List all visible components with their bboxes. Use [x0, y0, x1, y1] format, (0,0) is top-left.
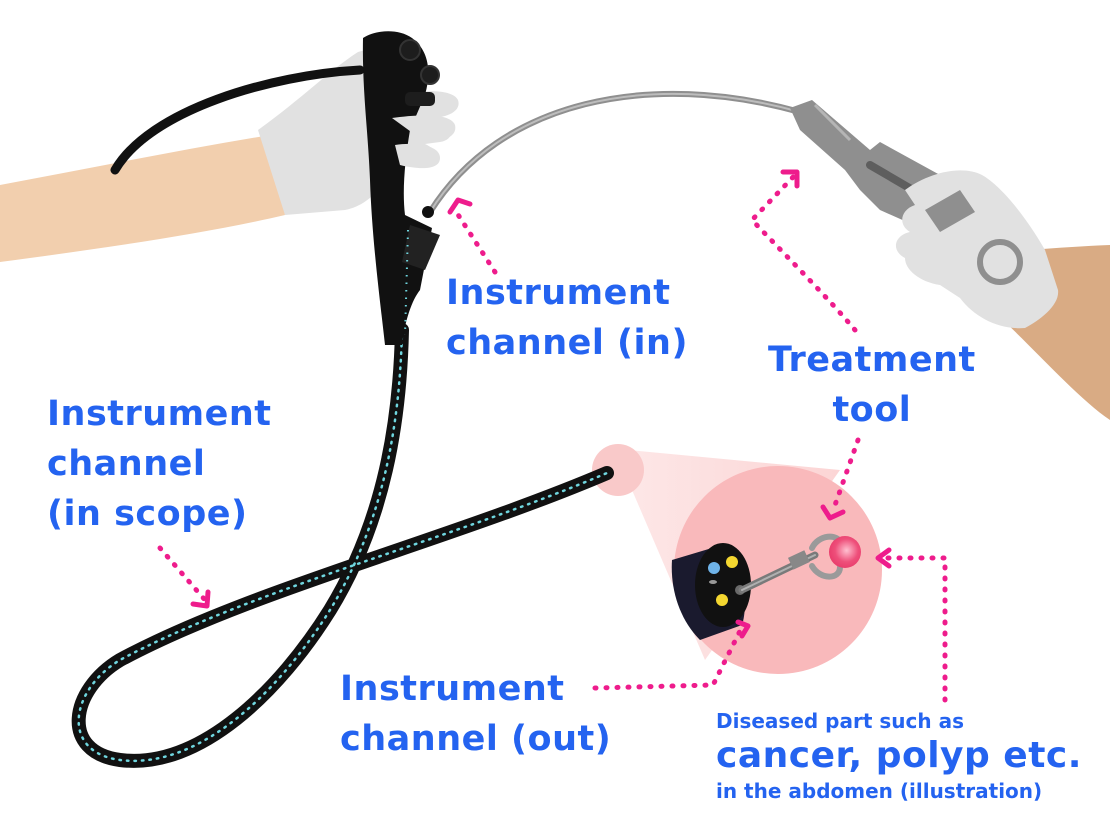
right-hand-icon — [895, 170, 1110, 420]
label-channel-scope-line3: (in scope) — [47, 494, 248, 534]
scope-cable — [110, 65, 365, 175]
label-channel-out-line1: Instrument — [340, 669, 565, 709]
label-diseased-line1: Diseased part such as — [716, 709, 964, 733]
label-treatment-tool-line2: tool — [832, 390, 912, 430]
label-diseased-line2: cancer, polyp etc. — [716, 735, 1082, 776]
label-channel-scope-line1: Instrument — [47, 394, 272, 434]
label-channel-in: Instrument channel (in) — [446, 268, 688, 368]
scope-tip-icon — [671, 543, 751, 640]
label-diseased-line3: in the abdomen (illustration) — [716, 779, 1043, 803]
left-hand-icon — [0, 50, 459, 262]
label-treatment-tool: Treatment tool — [768, 335, 976, 435]
label-treatment-tool-line1: Treatment — [768, 340, 976, 380]
label-channel-in-line2: channel (in) — [446, 323, 688, 363]
pointer-arrows — [157, 169, 948, 703]
endoscope-icon — [71, 31, 614, 768]
zoom-origin-circle — [592, 444, 644, 496]
label-channel-scope-line2: channel — [47, 444, 206, 484]
label-channel-in-line1: Instrument — [446, 273, 671, 313]
treatment-tool-icon — [422, 90, 945, 230]
label-channel-out: Instrument channel (out) — [340, 664, 611, 764]
grasper-icon — [738, 533, 845, 594]
lesion-icon — [829, 536, 861, 568]
tool-wire — [427, 90, 803, 215]
label-channel-out-line2: channel (out) — [340, 719, 612, 759]
label-diseased: Diseased part such as cancer, polyp etc.… — [716, 708, 1082, 804]
label-channel-scope: Instrument channel (in scope) — [47, 389, 272, 539]
